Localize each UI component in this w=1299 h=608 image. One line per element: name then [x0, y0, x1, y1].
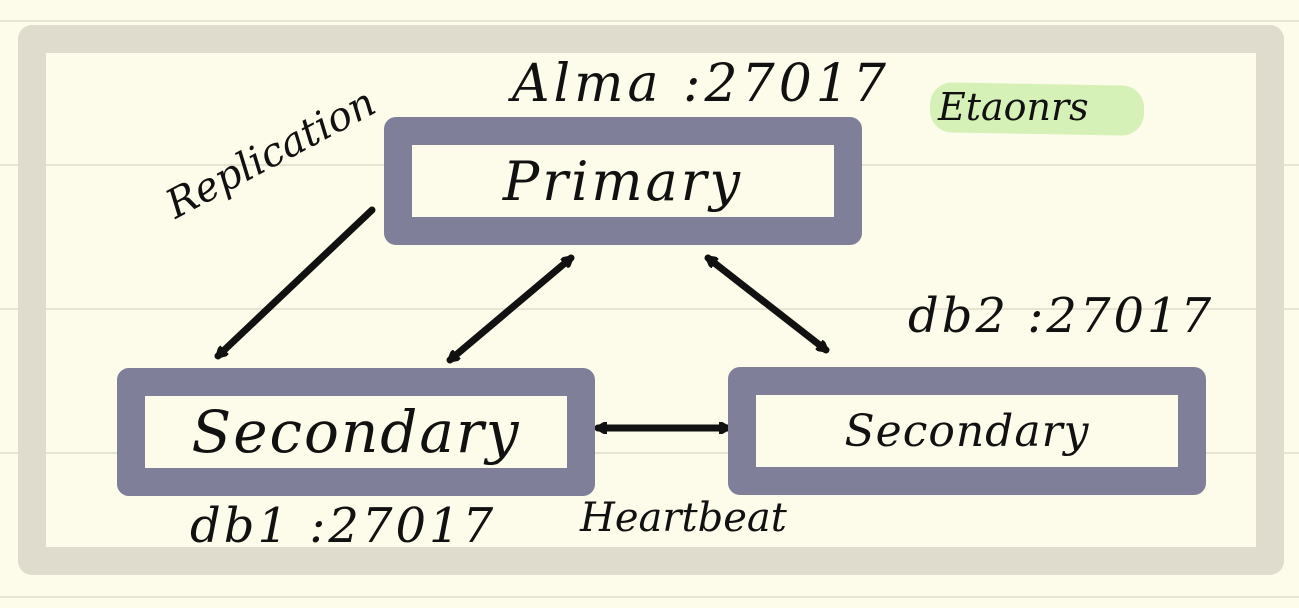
secondary-left-node-label: Secondary — [191, 398, 521, 466]
ruled-line — [0, 596, 1299, 598]
primary-node-label: Primary — [502, 149, 744, 213]
ruled-line — [0, 452, 1299, 454]
diagram-frame — [18, 25, 1284, 575]
secondary-right-host-label: db2 :27017 — [908, 288, 1215, 344]
primary-node: Primary — [384, 117, 862, 245]
note-label: Etaonrs — [938, 85, 1089, 129]
ruled-line — [0, 308, 1299, 310]
secondary-node-left: Secondary — [117, 368, 595, 496]
secondary-right-node-label: Secondary — [844, 405, 1090, 457]
secondary-left-host-label: db1 :27017 — [190, 498, 497, 554]
primary-host-label: Alma :27017 — [512, 54, 890, 114]
ruled-line — [0, 20, 1299, 22]
secondary-node-right: Secondary — [728, 367, 1206, 495]
heartbeat-label: Heartbeat — [580, 495, 787, 541]
